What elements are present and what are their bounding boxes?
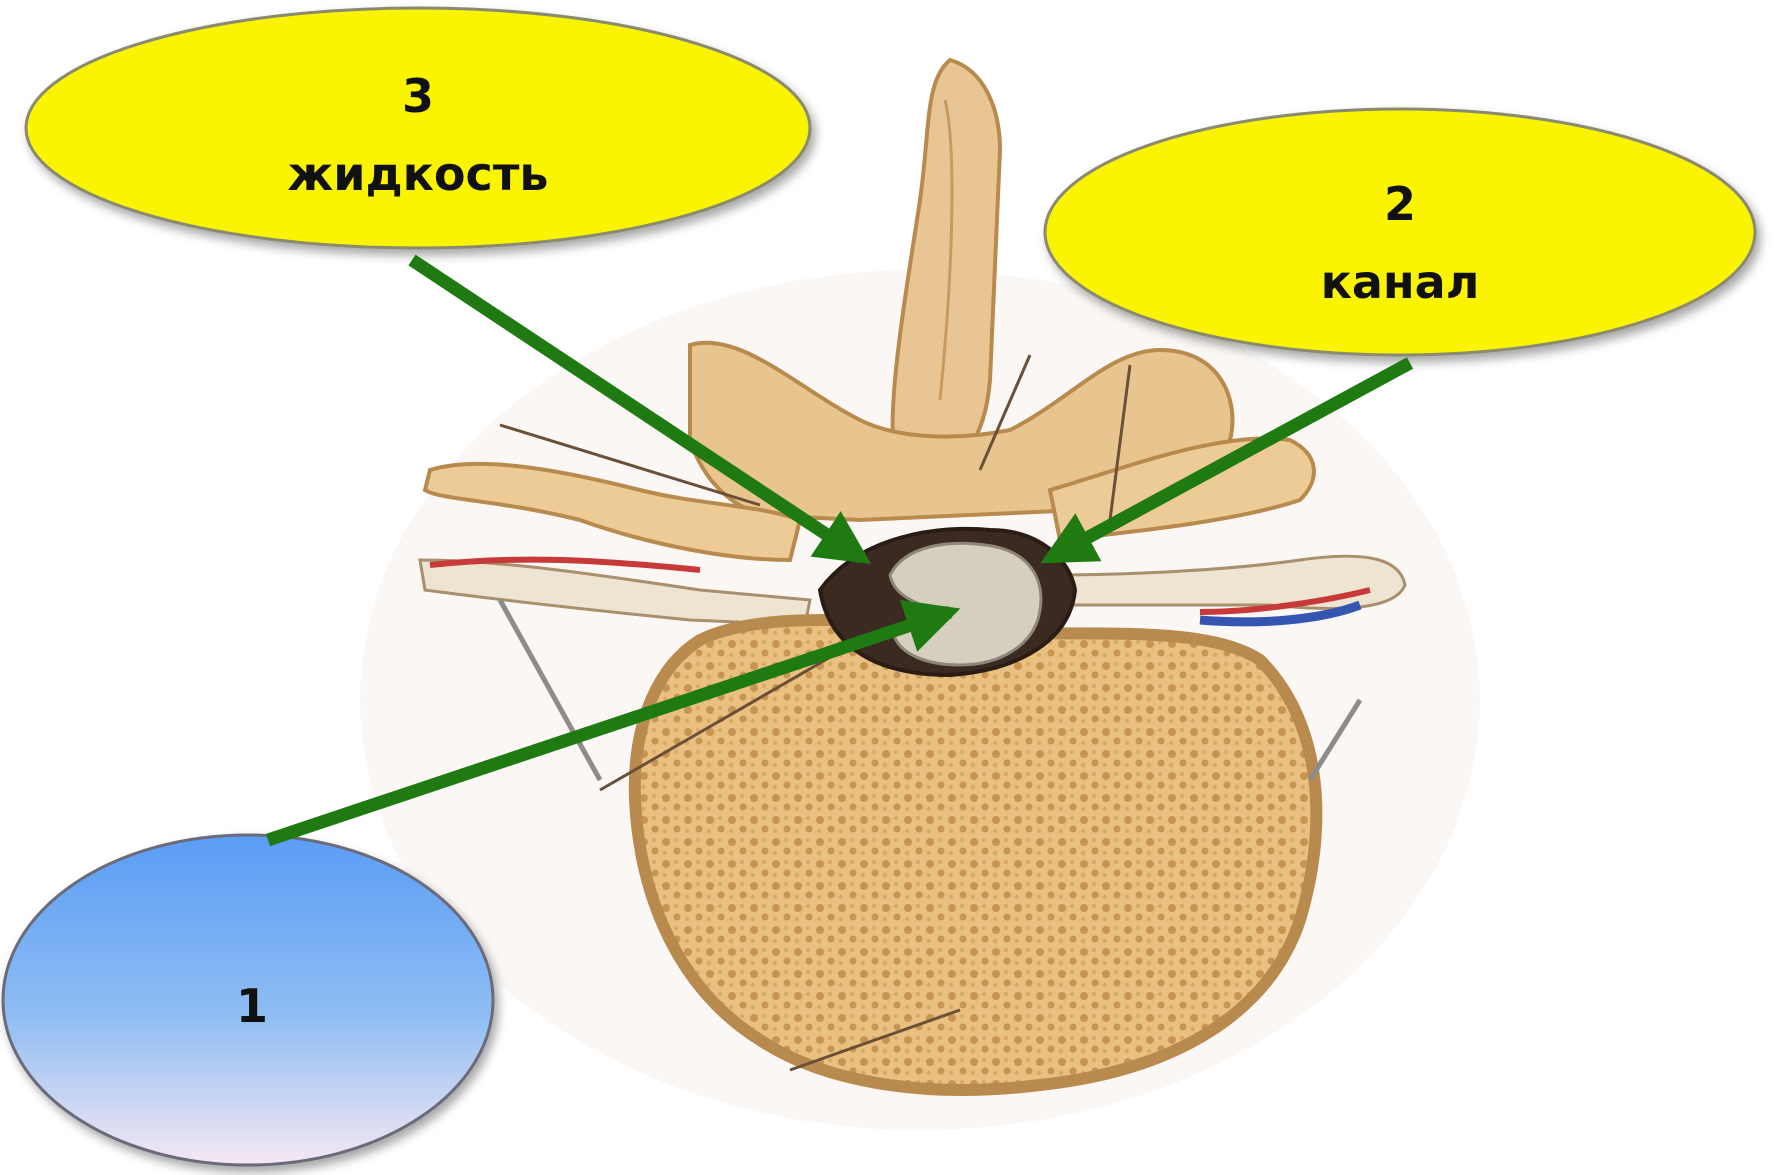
label-3-text: жидкость <box>288 147 549 201</box>
label-bubble-2 <box>1045 109 1755 355</box>
vertebral-body <box>635 620 1317 1090</box>
label-2-number: 2 <box>1384 177 1416 231</box>
spinous-process <box>893 60 1000 470</box>
label-bubble-3 <box>26 8 810 248</box>
label-3-number: 3 <box>402 69 434 123</box>
label-2-text: канал <box>1321 255 1480 309</box>
label-1-number: 1 <box>236 979 268 1033</box>
